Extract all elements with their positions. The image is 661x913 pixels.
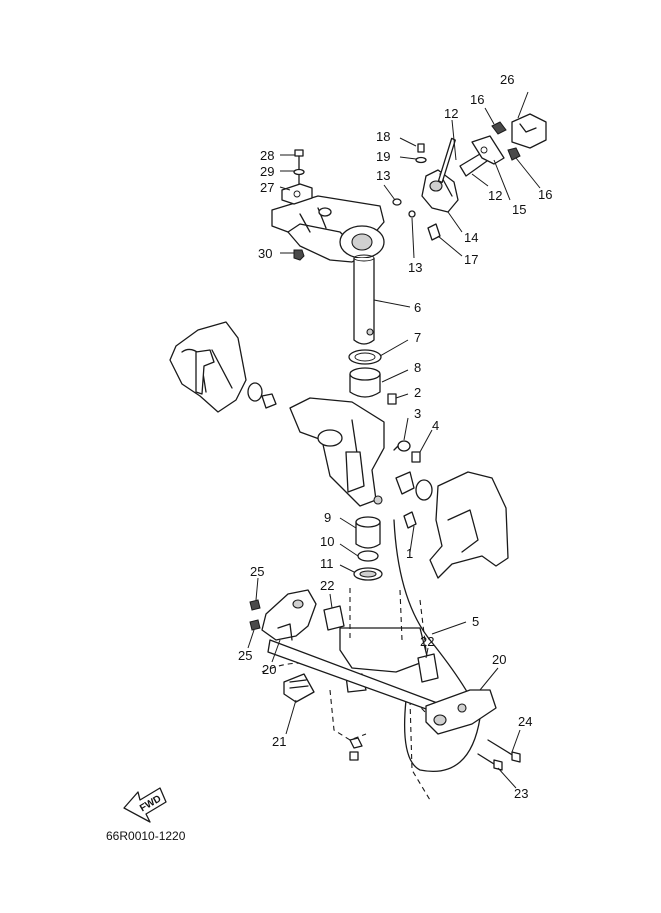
callout-23: 23 — [514, 786, 528, 801]
callout-26: 26 — [500, 72, 514, 87]
ring-7 — [348, 349, 382, 365]
callout-12a: 12 — [444, 106, 458, 121]
steering-shaft — [353, 254, 375, 345]
block-21 — [283, 673, 315, 703]
callout-17: 17 — [464, 252, 478, 267]
nut-lower — [349, 751, 359, 761]
callout-10: 10 — [320, 534, 334, 549]
screw-lower — [349, 737, 363, 749]
callout-6: 6 — [414, 300, 421, 315]
callout-15: 15 — [512, 202, 526, 217]
callout-22a: 22 — [320, 578, 334, 593]
callout-2: 2 — [414, 385, 421, 400]
washer-left — [247, 382, 263, 402]
nut-25-lower — [249, 619, 261, 631]
callout-30: 30 — [258, 246, 272, 261]
callout-13a: 13 — [376, 168, 390, 183]
callout-13b: 13 — [408, 260, 422, 275]
washer-11 — [353, 567, 383, 581]
washer-right — [415, 479, 433, 501]
swivel-bracket — [289, 397, 385, 507]
nut-25-upper — [249, 599, 261, 611]
callout-22b: 22 — [420, 634, 434, 649]
callout-16b: 16 — [538, 187, 552, 202]
diagram-code: 66R0010-1220 — [106, 829, 186, 843]
oring-10 — [357, 550, 379, 562]
callout-4: 4 — [432, 418, 439, 433]
clamp-bracket-right — [429, 471, 509, 579]
bushing-9 — [355, 516, 381, 549]
pad-22-upper — [323, 605, 345, 631]
callout-11: 11 — [320, 556, 334, 571]
nut-30 — [293, 249, 305, 261]
bolt-4 — [411, 451, 421, 463]
callout-9: 9 — [324, 510, 331, 525]
callout-18: 18 — [376, 129, 390, 144]
callout-5: 5 — [472, 614, 479, 629]
callout-7: 7 — [414, 330, 421, 345]
callout-1: 1 — [406, 546, 413, 561]
leader-lines — [247, 91, 541, 789]
plate-2 — [387, 393, 397, 405]
cluster-12-18 — [392, 121, 521, 241]
bushing-8 — [349, 367, 381, 398]
clamp-bracket-left — [169, 321, 247, 413]
callout-20a: 20 — [262, 662, 276, 677]
callout-12b: 12 — [488, 188, 502, 203]
bushing-left — [261, 393, 277, 409]
plug-3 — [393, 440, 411, 452]
nipple-1 — [403, 511, 417, 529]
callout-3: 3 — [414, 406, 421, 421]
callout-21: 21 — [272, 734, 286, 749]
callout-25b: 25 — [238, 648, 252, 663]
callout-labels: 28 29 27 30 13 18 19 12 16 26 16 15 12 1… — [238, 72, 552, 801]
callout-28: 28 — [260, 148, 274, 163]
callout-16a: 16 — [470, 92, 484, 107]
bracket-20-right — [425, 689, 497, 735]
bracket-20-left — [261, 589, 317, 641]
plate-27 — [281, 183, 313, 205]
bolt-28 — [293, 149, 305, 185]
callout-14: 14 — [464, 230, 478, 245]
callout-19: 19 — [376, 149, 390, 164]
callout-24: 24 — [518, 714, 532, 729]
bushing-right — [395, 471, 415, 495]
callout-29: 29 — [260, 164, 274, 179]
rod-bar — [267, 639, 441, 715]
steering-bracket — [271, 195, 385, 263]
bolt-23 — [477, 753, 503, 771]
bracket-26 — [511, 113, 547, 149]
pad-22-lower — [417, 653, 439, 683]
callout-20b: 20 — [492, 652, 506, 667]
callout-27: 27 — [260, 180, 274, 195]
bolt-24 — [487, 739, 521, 763]
callout-8: 8 — [414, 360, 421, 375]
fwd-arrow-icon: FWD — [123, 787, 167, 823]
callout-25a: 25 — [250, 564, 264, 579]
